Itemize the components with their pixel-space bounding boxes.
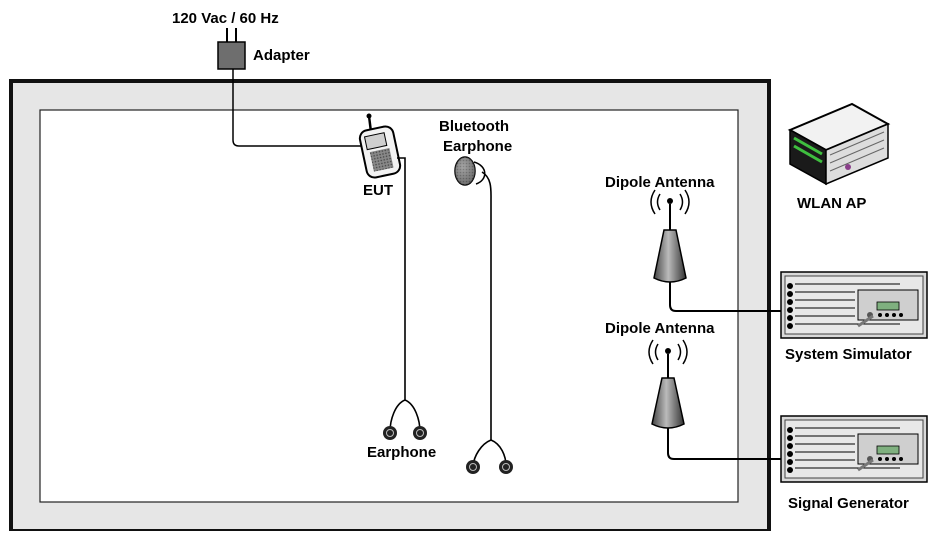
bluetooth-label-line1: Bluetooth [439, 118, 509, 135]
system-simulator-icon [780, 271, 928, 339]
earphone-bud-left-icon [383, 426, 397, 440]
signal-generator-icon [780, 415, 928, 483]
adapter-cable [232, 69, 366, 147]
dipole-antenna-1-label: Dipole Antenna [605, 174, 715, 191]
bluetooth-earphone-cable [481, 171, 492, 440]
adapter-label: Adapter [253, 47, 310, 64]
bluetooth-earphone-icon [454, 156, 486, 186]
dipole-antenna-2-label: Dipole Antenna [605, 320, 715, 337]
dipole-antenna-1-icon [650, 189, 690, 283]
signal-generator-label: Signal Generator [788, 495, 909, 512]
dipole-antenna-2-icon [648, 339, 688, 429]
antenna-2-cable [667, 428, 786, 460]
adapter-plug-icon [217, 28, 246, 70]
eut-label: EUT [363, 182, 393, 199]
wlan-ap-label: WLAN AP [797, 195, 866, 212]
bluetooth-bud-left-icon [466, 460, 480, 474]
earphone-label: Earphone [367, 444, 436, 461]
antenna-1-cable [669, 282, 786, 312]
eut-phone-icon [358, 113, 402, 179]
earphone-bud-right-icon [413, 426, 427, 440]
system-simulator-label: System Simulator [785, 346, 912, 363]
power-label: 120 Vac / 60 Hz [172, 10, 279, 27]
bluetooth-bud-right-icon [499, 460, 513, 474]
earphone-cable [397, 157, 406, 400]
wlan-ap-icon [787, 102, 891, 186]
bluetooth-label-line2: Earphone [443, 138, 512, 155]
